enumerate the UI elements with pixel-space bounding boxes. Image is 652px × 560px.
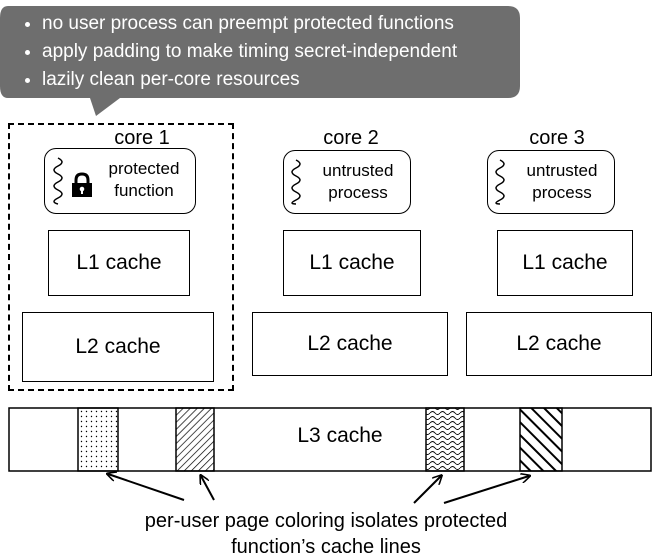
squiggle-icon	[495, 159, 505, 205]
l3-diagram	[8, 407, 652, 504]
l1-cache-box: L1 cache	[497, 230, 633, 296]
l3-cache-label: L3 cache	[297, 424, 383, 447]
callout-bullet: lazily clean per-core resources	[42, 66, 457, 94]
squiggle-icon	[291, 159, 301, 205]
callout-bullet-list: no user process can preempt protected fu…	[22, 10, 457, 94]
arrow-to-wavy-line	[413, 476, 441, 504]
process-label-line: process	[532, 183, 592, 202]
process-label-line: untrusted	[526, 161, 598, 180]
caption-line: function’s cache lines	[231, 536, 421, 558]
cache-line-dotted	[77, 407, 119, 472]
untrusted-process-box	[487, 150, 615, 214]
callout-shape	[0, 6, 520, 116]
l2-cache-box: L2 cache	[466, 312, 652, 376]
untrusted-process-box	[283, 150, 411, 214]
l1-cache-box: L1 cache	[283, 230, 421, 296]
cache-line-wavy	[425, 407, 465, 472]
process-label-line: function	[114, 181, 174, 200]
process-label-line: untrusted	[322, 161, 394, 180]
process-label-line: protected	[108, 159, 180, 178]
core-label: core 1	[114, 127, 170, 149]
core-label: core 3	[529, 127, 585, 149]
callout-bullet: no user process can preempt protected fu…	[42, 10, 457, 38]
lock-icon	[72, 172, 92, 197]
core-label: core 2	[323, 127, 379, 149]
squiggle-icon	[53, 157, 63, 205]
protected-core-boundary	[8, 123, 234, 391]
process-label: protected function	[96, 158, 192, 202]
l2-cache-box: L2 cache	[22, 312, 214, 382]
l2-cache-box: L2 cache	[252, 312, 448, 376]
arrow-to-dotted-line	[108, 474, 185, 501]
cache-line-thick-hatched	[519, 407, 563, 472]
caption-line: per-user page coloring isolates protecte…	[144, 510, 508, 532]
process-label: untrusted process	[514, 160, 610, 204]
protected-function-box	[44, 148, 196, 214]
cache-line-hatched	[175, 407, 215, 472]
process-label-line: process	[328, 183, 388, 202]
arrow-to-thick-hatched-line	[443, 476, 529, 504]
arrow-to-hatched-line	[201, 476, 215, 501]
callout-bullet: apply padding to make timing secret-inde…	[42, 38, 457, 66]
l1-cache-box: L1 cache	[48, 230, 190, 296]
caption: per-user page coloring isolates protecte…	[0, 508, 652, 560]
process-label: untrusted process	[310, 160, 406, 204]
